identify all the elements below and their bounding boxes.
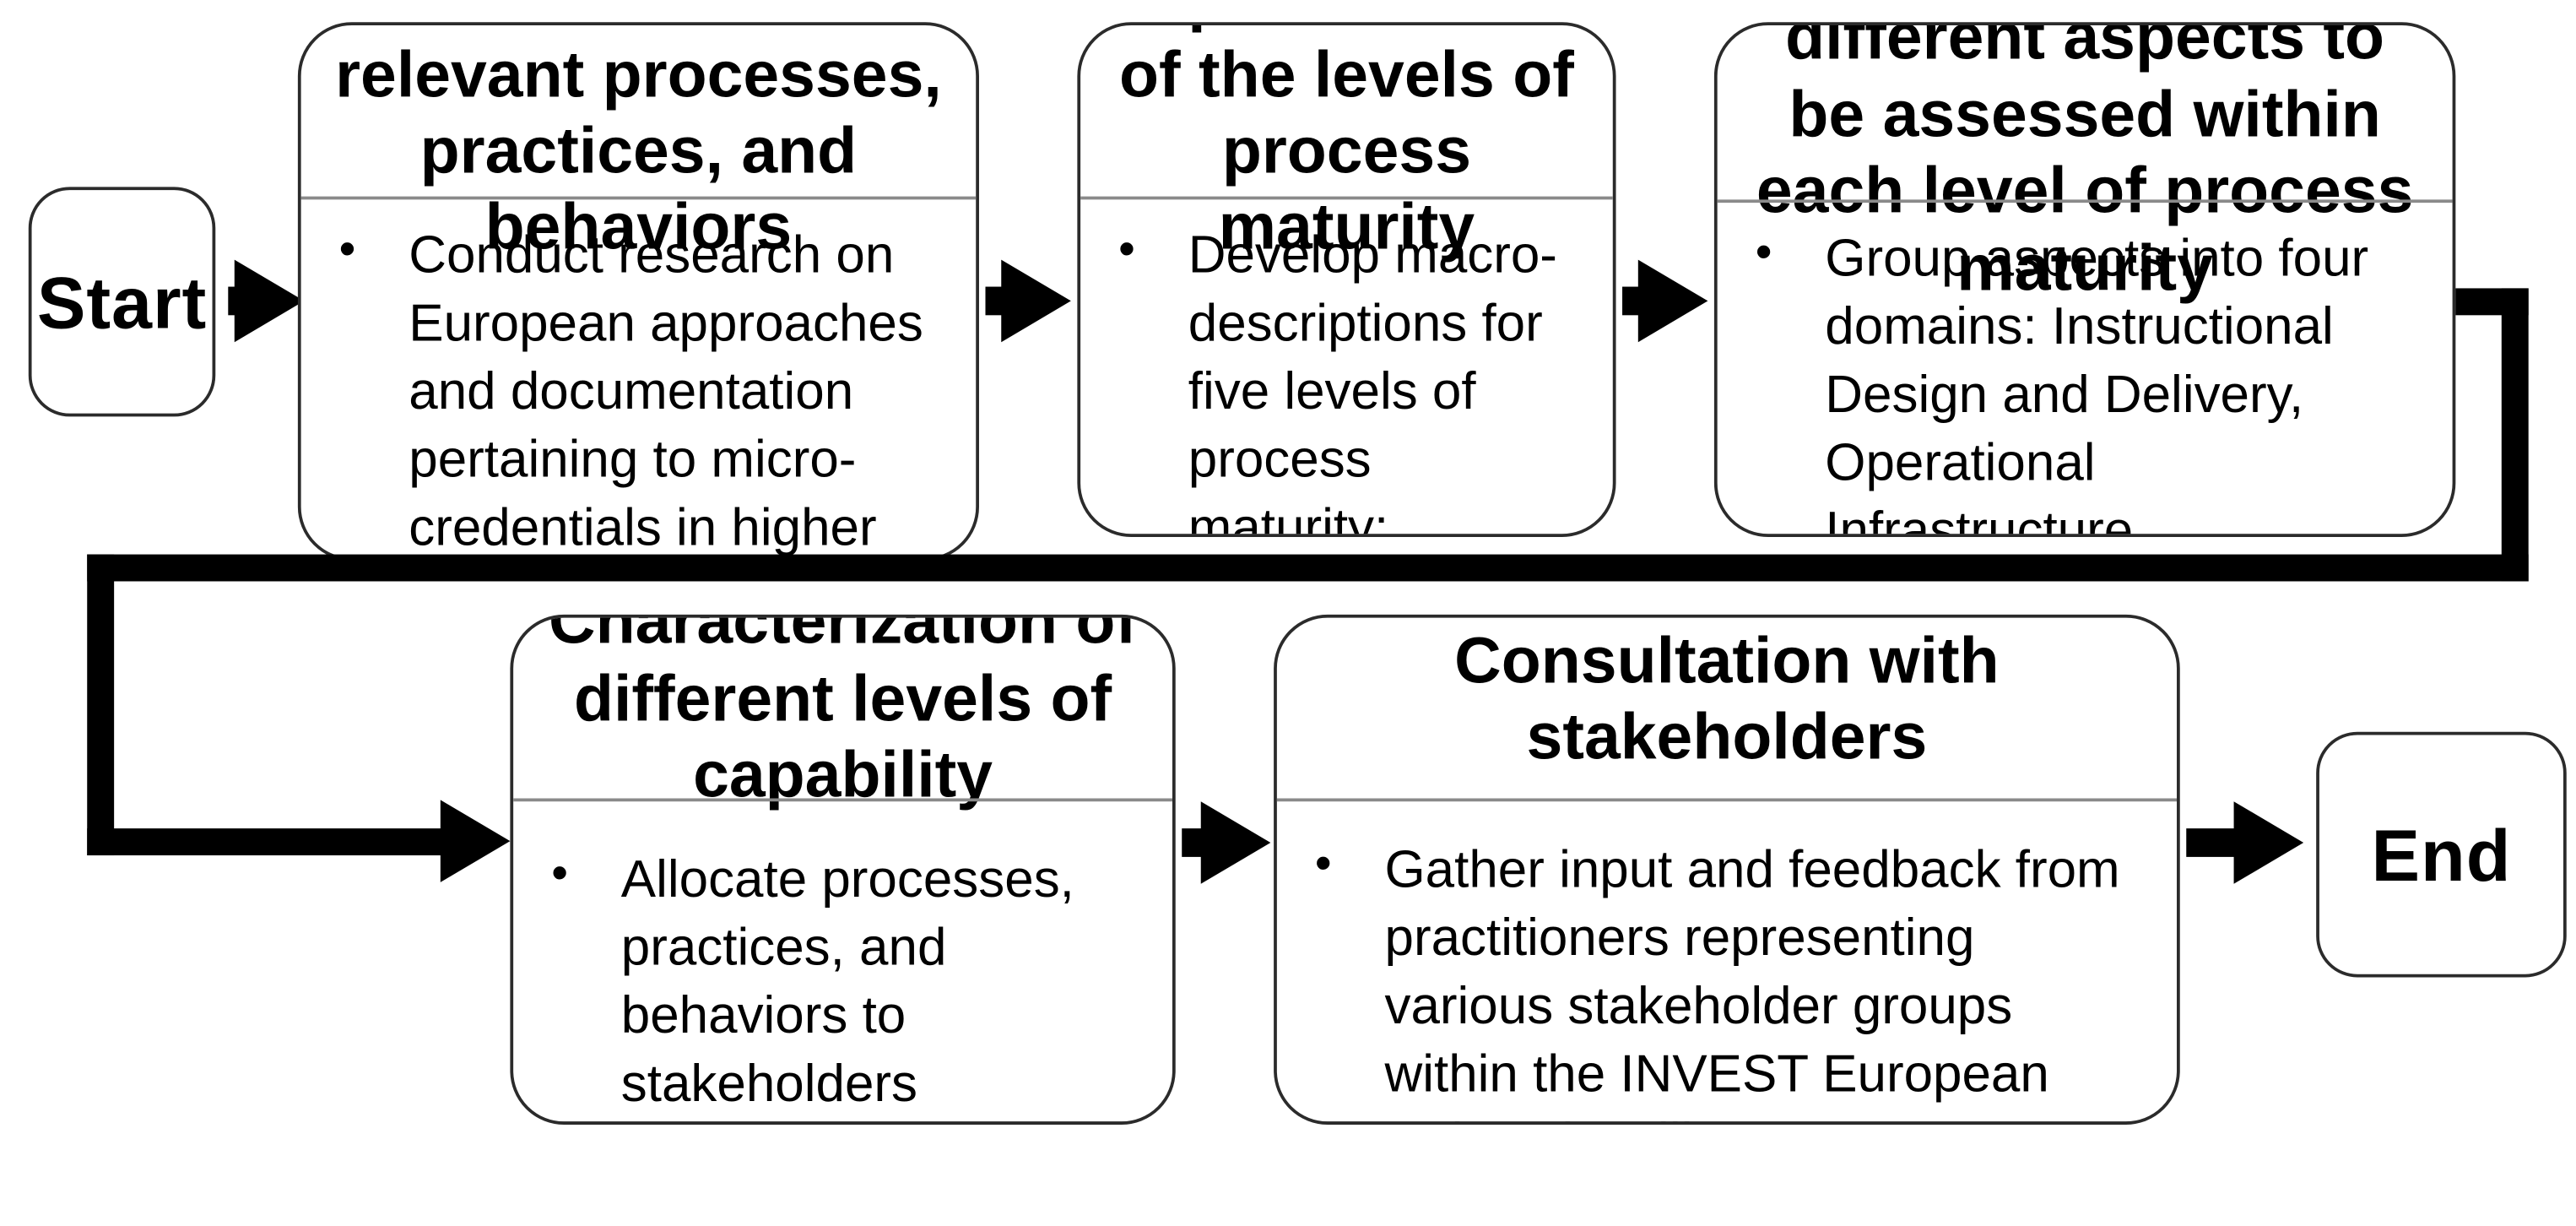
node-end-label: End [2371,813,2512,896]
step-5-bullet-list: Gather input and feedback from practitio… [1293,833,2155,1121]
node-step-5[interactable]: Consultation with stakeholders Gather in… [1274,614,2180,1125]
list-item: Develop macro-descriptions for five leve… [1096,219,1578,534]
wrap-segment-down-right [2501,288,2529,582]
step-5-body: Gather input and feedback from practitio… [1277,801,2177,1121]
arrow-head-icon [1001,259,1071,343]
wrap-segment-down-left [87,554,115,856]
step-5-title: Consultation with stakeholders [1454,623,2000,773]
node-start[interactable]: Start [28,187,216,417]
step-4-bullet-list: Allocate processes, practices, and behav… [529,843,1138,1122]
step-1-body: Conduct research on European approaches … [301,199,977,558]
wrap-segment-across [87,554,2529,582]
list-item: Develop statements describing capability… [529,1118,1138,1122]
list-item: Allocate processes, practices, and behav… [529,843,1138,1118]
node-start-label: Start [36,260,208,344]
step-2-body: Develop macro-descriptions for five leve… [1080,199,1613,534]
step-3-divider [1717,199,2453,203]
step-3-body: Group aspects into four domains: Instruc… [1718,203,2453,534]
step-2-bullet-list: Develop macro-descriptions for five leve… [1096,219,1578,534]
list-item: Gather input and feedback from practitio… [1293,833,2155,1121]
node-step-3[interactable]: Identification of different aspects to b… [1713,22,2456,537]
list-item: Group aspects into four domains: Instruc… [1733,222,2417,534]
step-1-bullet-list: Conduct research on European approaches … [317,219,941,558]
list-item: Conduct research on European approaches … [317,219,941,558]
arrow-head-icon [440,800,511,882]
step-4-divider [513,798,1172,802]
arrow-head-icon [1200,801,1271,884]
node-end[interactable]: End [2316,731,2567,978]
step-3-title: Identification of different aspects to b… [1756,22,2414,304]
node-step-2[interactable]: Specification of the levels of process m… [1077,22,1616,537]
step-2-divider [1080,196,1613,200]
wrap-segment-into-step4 [87,828,476,856]
arrow-head-icon [234,259,305,343]
step-4-title: Characterization of different levels of … [549,614,1138,811]
step-2-title: Specification of the levels of process m… [1119,25,1574,264]
step-1-title: Identification of relevant processes, pr… [335,25,942,264]
step-4-body: Allocate processes, practices, and behav… [513,801,1172,1122]
step-1-divider [300,196,977,200]
arrow-head-icon [1637,259,1708,343]
node-step-4[interactable]: Characterization of different levels of … [510,614,1176,1125]
step-5-divider [1276,798,2177,802]
step-3-bullet-list: Group aspects into four domains: Instruc… [1733,222,2417,534]
node-step-1[interactable]: Identification of relevant processes, pr… [297,22,979,561]
arrow-head-icon [2233,801,2304,884]
